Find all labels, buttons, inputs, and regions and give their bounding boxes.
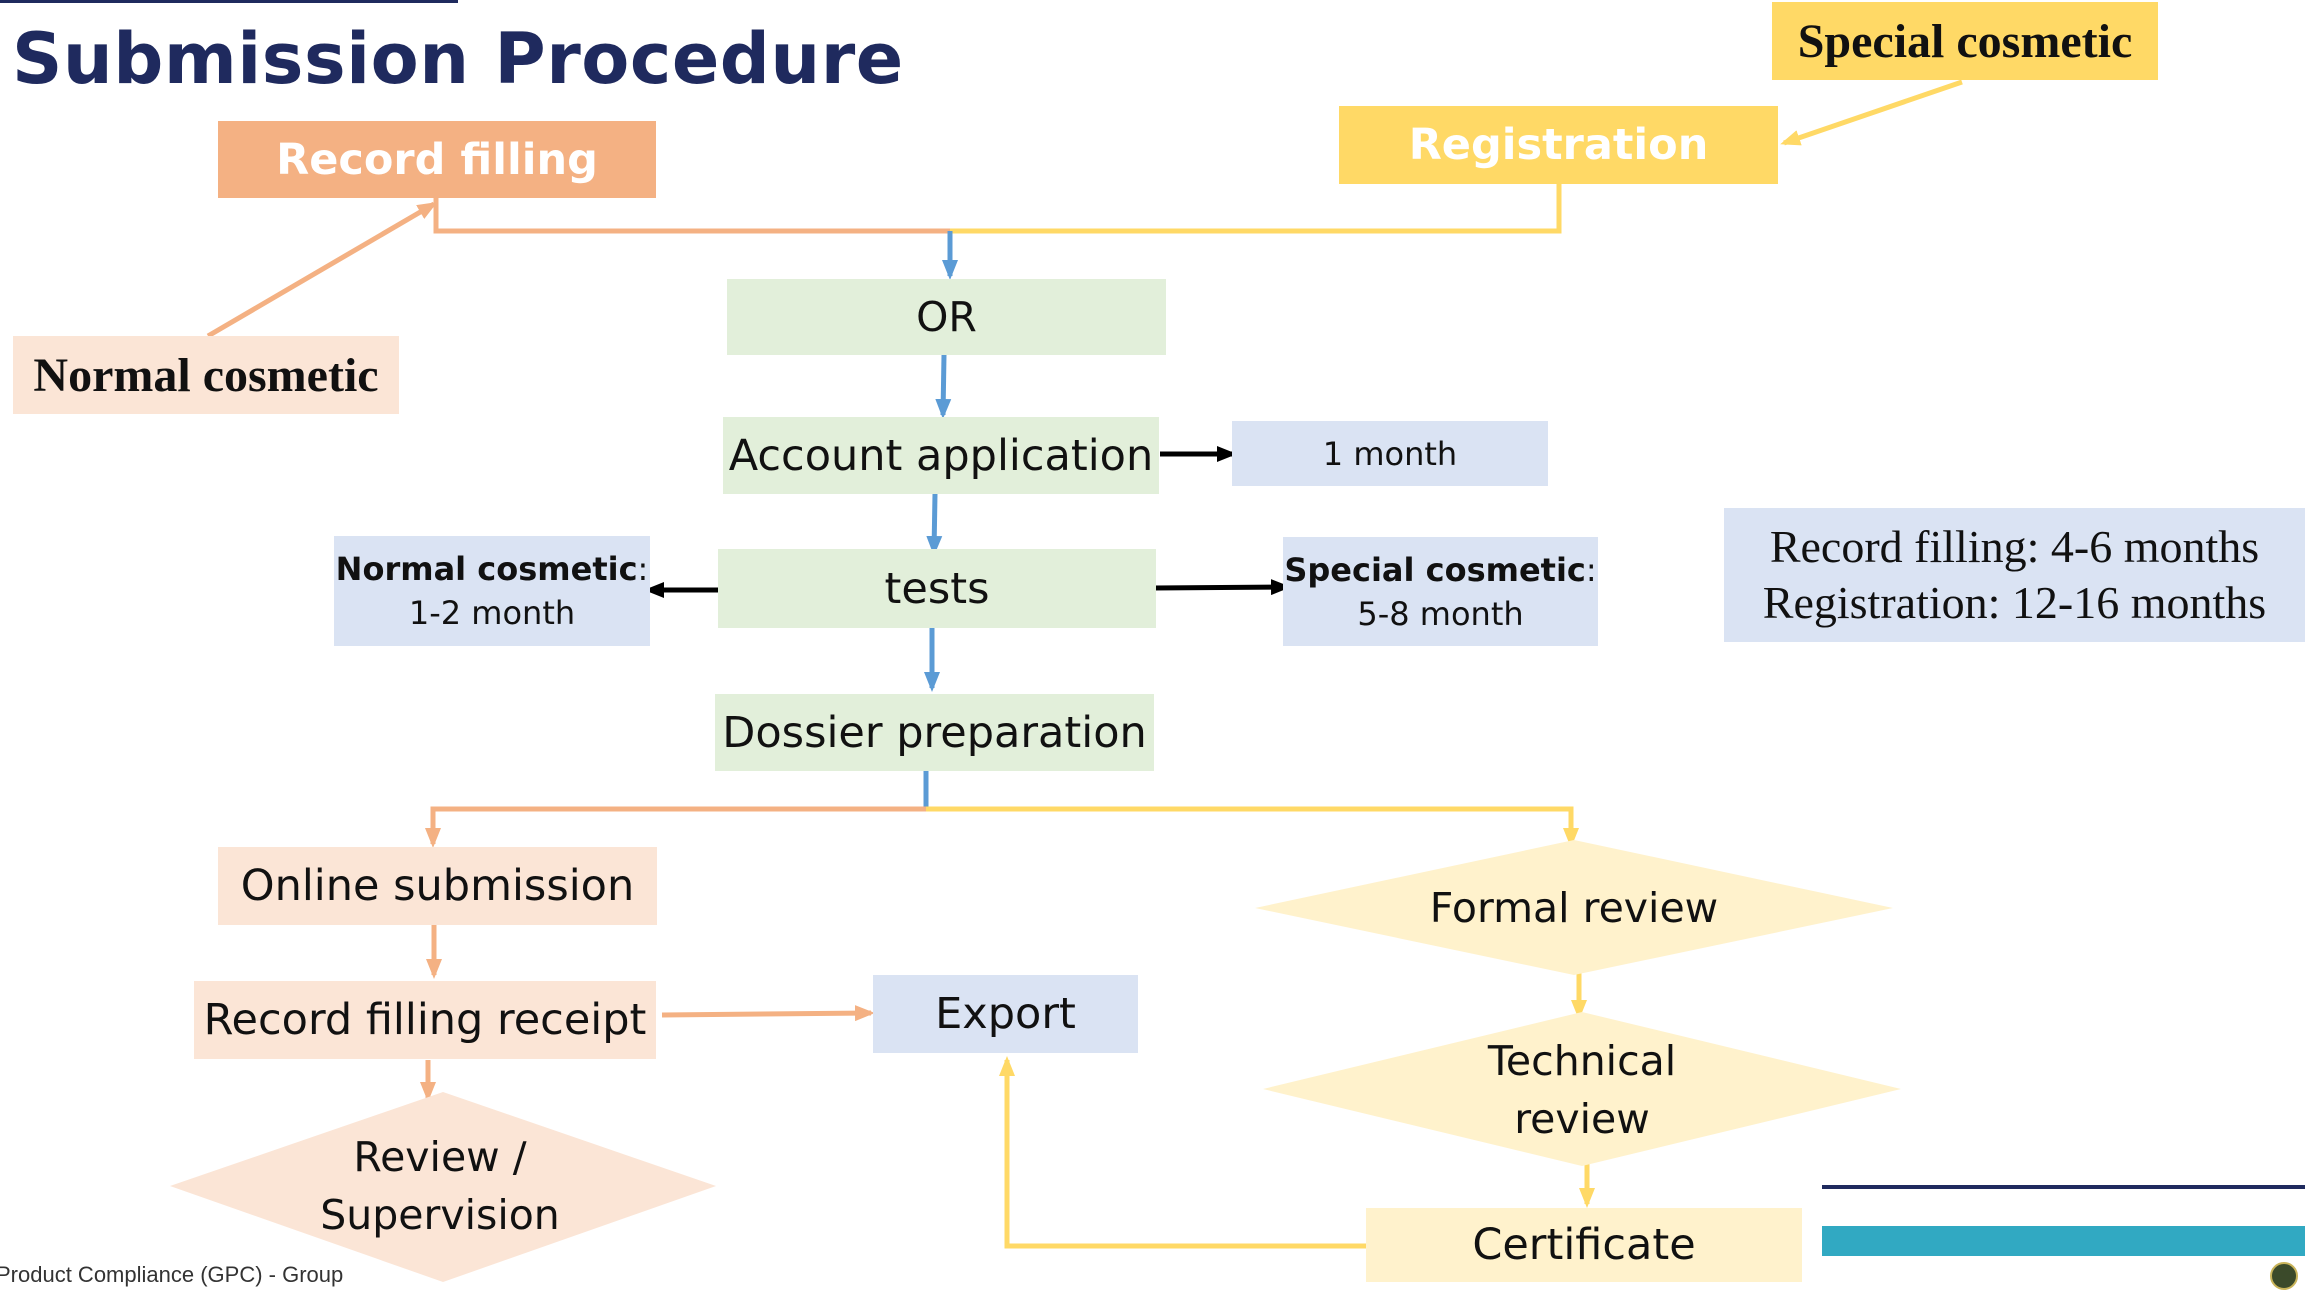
online-submission-text: Online submission <box>240 861 635 911</box>
normal-cosmetic-text: Normal cosmetic <box>33 348 379 402</box>
line-dossier-to-online <box>425 806 926 848</box>
header-accent-line <box>0 0 458 3</box>
normal-cosmetic-label: Normal cosmetic <box>13 336 399 414</box>
technical-line-2: review <box>1514 1095 1650 1143</box>
normal-tests-duration: 1-2 month <box>408 594 576 632</box>
summary-record-filling: Record filling: 4-6 months <box>1769 521 2260 572</box>
special-tests-duration-box: Special cosmetic: 5-8 month <box>1283 537 1598 646</box>
line-registration-to-or <box>950 184 1562 234</box>
dossier-preparation-box: Dossier preparation <box>715 694 1154 771</box>
arrow-or-to-account <box>935 354 952 419</box>
export-box: Export <box>873 975 1138 1053</box>
duration-summary-box: Record filling: 4-6 months Registration:… <box>1724 508 2305 642</box>
footer-text: Product Compliance (GPC) - Group <box>0 1262 344 1287</box>
summary-registration: Registration: 12-16 months <box>1762 577 2267 628</box>
special-tests-duration: 5-8 month <box>1357 594 1524 633</box>
account-duration-text: 1 month <box>1322 434 1458 473</box>
special-tests-label: Special cosmetic <box>1284 550 1586 589</box>
certificate-text: Certificate <box>1472 1220 1696 1270</box>
record-filling-text: Record filling <box>276 134 598 185</box>
record-filling-box: Record filling <box>218 121 656 198</box>
registration-box: Registration <box>1339 106 1778 184</box>
arrow-receipt-to-export <box>661 1005 875 1022</box>
logo-icon <box>2270 1262 2298 1290</box>
online-submission-box: Online submission <box>218 847 657 925</box>
record-filling-receipt-text: Record filling receipt <box>203 995 647 1045</box>
technical-line-1: Technical <box>1487 1037 1677 1085</box>
formal-review-text: Formal review <box>1429 884 1719 932</box>
normal-tests-duration-box: Normal cosmetic: 1-2 month <box>334 536 650 646</box>
formal-review-label: Formal review <box>1374 878 1774 938</box>
special-tests-label-line: Special cosmetic: <box>1284 550 1597 589</box>
special-cosmetic-label: Special cosmetic <box>1772 2 2158 80</box>
certificate-box: Certificate <box>1366 1208 1802 1282</box>
arrow-tests-to-special <box>1153 579 1291 596</box>
page-title: Submission Procedure <box>12 18 904 100</box>
normal-tests-label-line: Normal cosmetic: <box>335 550 649 588</box>
technical-diamond-shape <box>1263 1012 1901 1166</box>
arrow-normal-to-record <box>206 201 438 339</box>
tests-box: tests <box>718 549 1156 628</box>
review-line-1: Review / <box>353 1133 527 1181</box>
review-supervision-label: Review / Supervision <box>240 1126 640 1246</box>
line-record-to-or <box>433 198 950 234</box>
export-text: Export <box>935 989 1076 1039</box>
dossier-preparation-text: Dossier preparation <box>722 707 1147 758</box>
registration-text: Registration <box>1408 120 1709 170</box>
or-text: OR <box>916 293 977 341</box>
footer-teal-bar <box>1822 1226 2305 1256</box>
technical-review-label: Technical review <box>1382 1030 1782 1150</box>
normal-tests-label: Normal cosmetic <box>335 550 638 588</box>
line-certificate-to-export <box>999 1056 1366 1249</box>
account-application-text: Account application <box>728 430 1154 481</box>
formal-diamond-shape <box>1255 840 1893 975</box>
tests-text: tests <box>884 563 990 614</box>
account-application-box: Account application <box>723 417 1159 494</box>
special-cosmetic-text: Special cosmetic <box>1797 14 2133 68</box>
or-box: OR <box>727 279 1166 355</box>
line-dossier-to-formal <box>926 806 1579 848</box>
review-diamond-shape <box>170 1092 716 1282</box>
arrow-account-to-tests <box>926 493 943 556</box>
record-filling-receipt-box: Record filling receipt <box>194 981 656 1059</box>
account-duration-box: 1 month <box>1232 421 1548 486</box>
arrow-special-to-registration <box>1780 79 1963 146</box>
review-line-2: Supervision <box>320 1191 560 1239</box>
